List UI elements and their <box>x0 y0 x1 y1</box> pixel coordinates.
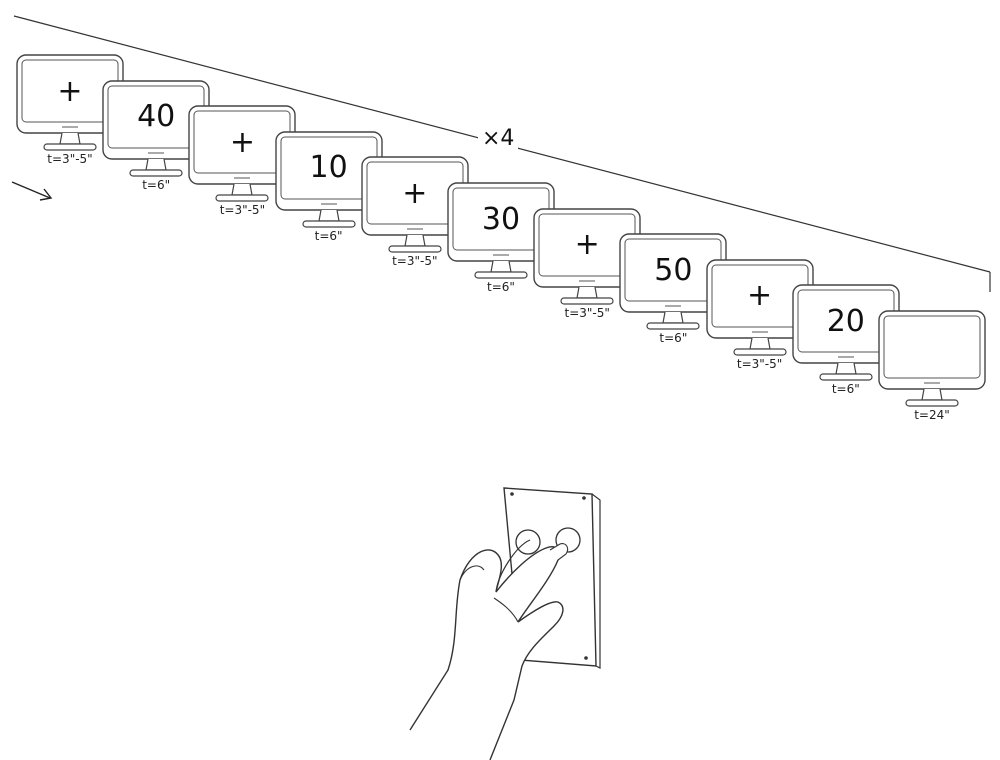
timing-label: t=3"-5" <box>736 356 783 371</box>
stimulus-number: 50 <box>654 252 693 288</box>
timing-label: t=24" <box>914 408 950 422</box>
timing-label: t=3"-5" <box>219 203 266 218</box>
monitor-icon <box>878 310 986 407</box>
monitor-icon <box>102 79 210 177</box>
timing-label: t=3"-5" <box>392 254 438 269</box>
monitor-icon <box>188 105 297 202</box>
timing-label: t=3"-5" <box>564 305 610 320</box>
stimulus-number: 10 <box>309 150 348 186</box>
hand-button-box-icon <box>409 487 601 760</box>
fixation-cross: + <box>574 227 600 263</box>
timing-label: t=6" <box>659 331 688 346</box>
timing-label: t=6" <box>314 228 343 243</box>
stimulus-number: 40 <box>137 99 176 135</box>
monitor-icon <box>792 284 900 381</box>
repeat-label: ×4 <box>478 126 519 151</box>
fixation-cross: + <box>402 175 428 211</box>
monitor-icon <box>619 233 728 330</box>
fixation-cross: + <box>229 124 255 160</box>
monitor-icon <box>533 207 641 305</box>
timing-label: t=3"-5" <box>47 152 93 166</box>
timing-label: t=6" <box>831 382 860 397</box>
arrow-right-icon <box>11 181 53 201</box>
fixation-cross: + <box>747 278 773 314</box>
stimulus-number: 30 <box>481 201 521 237</box>
fixation-cross: + <box>57 73 83 109</box>
monitor-icon <box>705 259 814 356</box>
stimulus-number: 20 <box>826 303 865 339</box>
stimulus-number <box>884 316 980 378</box>
timing-label: t=6" <box>142 177 171 192</box>
timing-label: t=6" <box>487 280 515 294</box>
